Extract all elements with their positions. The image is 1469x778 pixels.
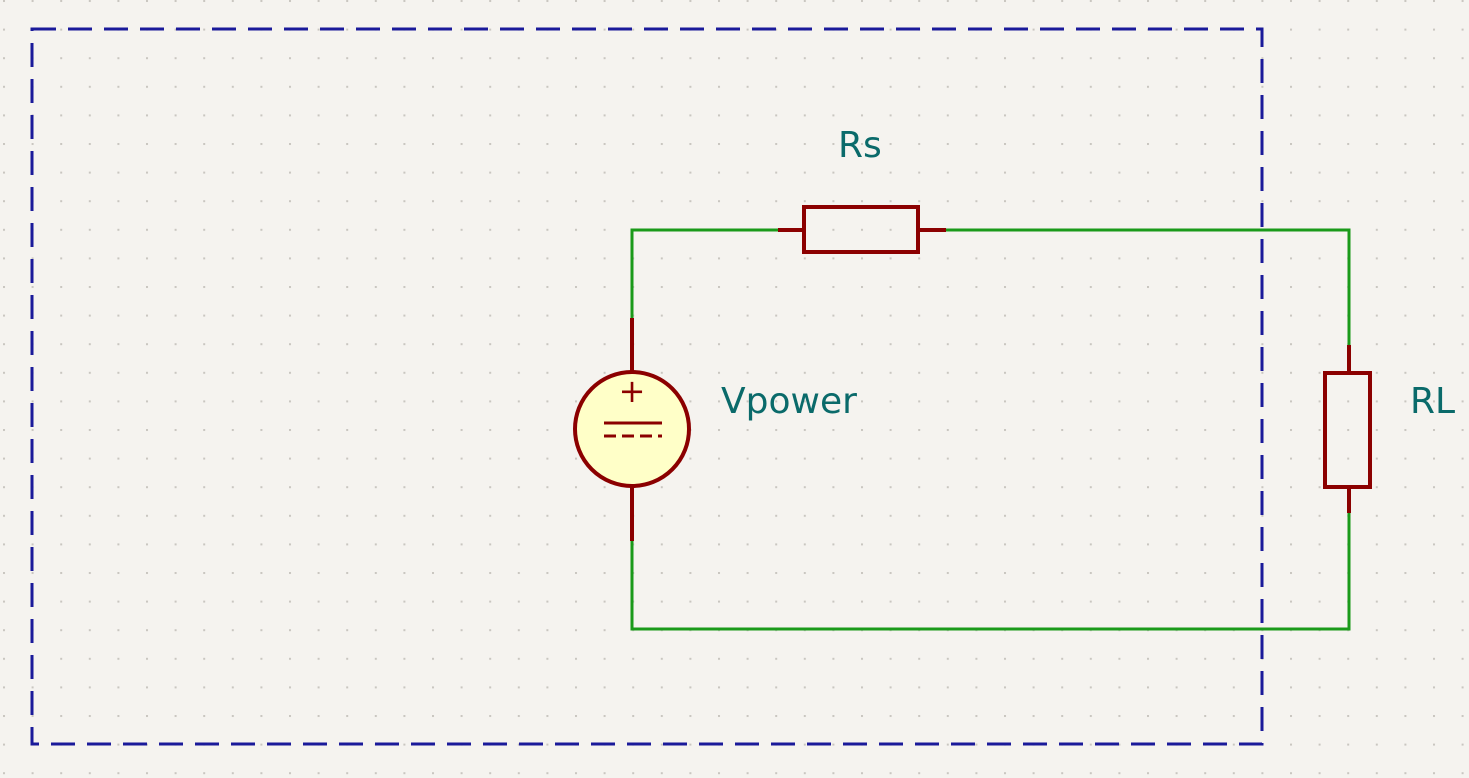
wire-top-right[interactable] [946,228,1351,345]
rs-label: Rs [838,125,882,166]
voltage-source-vpower[interactable] [573,318,691,541]
wire-top-left[interactable] [630,228,778,318]
resistor-rl[interactable] [1323,345,1372,513]
wires [630,228,1351,631]
vpower-label: Vpower [721,381,857,422]
rl-label: RL [1410,381,1455,422]
plus-icon: + [619,372,646,410]
resistor-rs[interactable] [778,205,946,254]
wire-bottom[interactable] [630,513,1351,631]
boundary-box[interactable] [30,27,1264,746]
